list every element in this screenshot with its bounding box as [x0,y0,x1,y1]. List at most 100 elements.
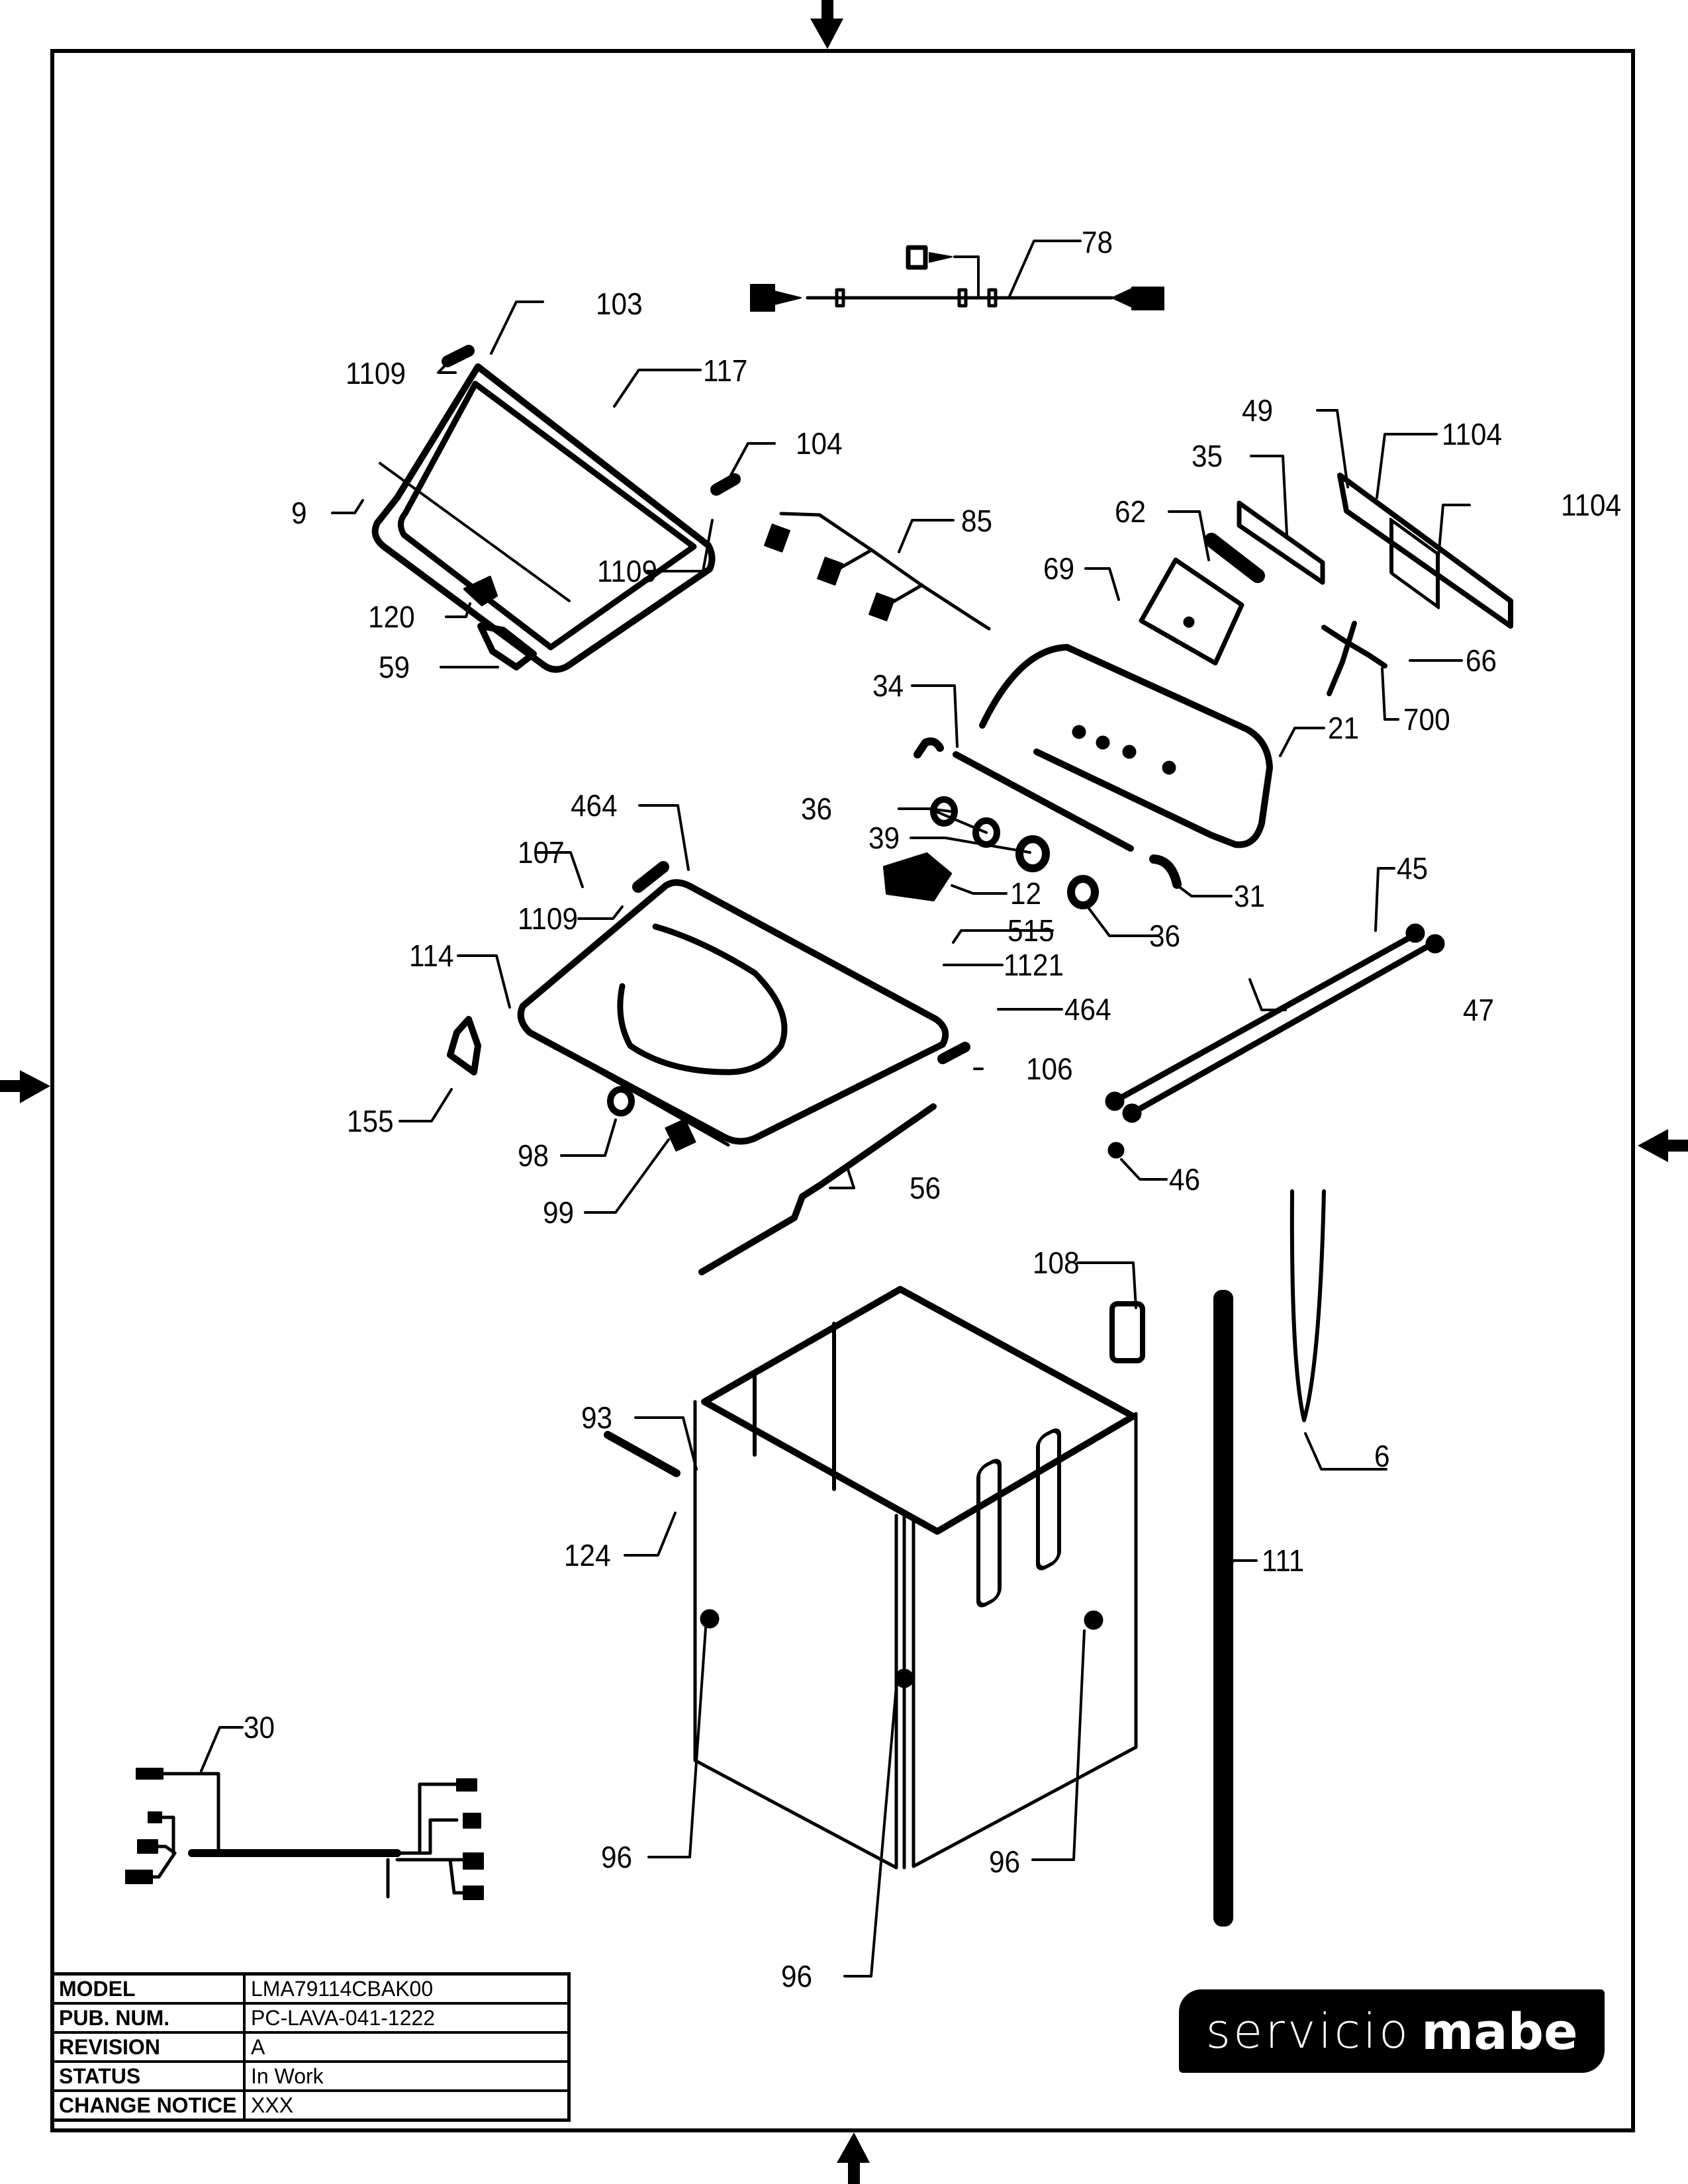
part-155-bracket [447,1016,481,1075]
callout-96-a: 96 [601,1840,633,1874]
callout-117: 117 [703,353,748,388]
callout-6: 6 [1374,1439,1390,1473]
callout-36-a: 36 [801,792,833,826]
title-block-value: A [243,2031,571,2063]
callout-36-b: 36 [1149,919,1181,953]
centering-arrow-right-icon [1638,1129,1688,1162]
callout-107: 107 [518,835,565,870]
title-block-key: MODEL [50,1972,246,2005]
part-106-hinge-right [937,1042,970,1064]
part-36-knob-c [1067,875,1099,909]
callout-700: 700 [1403,702,1450,737]
centering-arrow-bottom-icon [837,2132,870,2184]
callout-104: 104 [796,426,843,461]
part-93-cabinet [693,1286,1138,1870]
part-66-hose-connector [1321,621,1387,696]
title-block-row: PUB. NUM. PC-LAVA-041-1222 [50,2002,571,2034]
callout-30: 30 [244,1710,275,1745]
callout-46: 46 [1169,1162,1201,1197]
callout-155: 155 [347,1104,394,1138]
callout-114: 114 [409,938,454,973]
part-21-console-backsplash [979,644,1273,848]
part-69-control-board [1139,557,1244,666]
part-107-hinge-left [632,861,669,893]
title-block-value: In Work [243,2060,571,2092]
part-46-cap [1107,1142,1125,1159]
callout-108: 108 [1033,1246,1080,1280]
callout-85: 85 [961,504,993,538]
part-56-tube-assembly [698,1103,937,1275]
title-block-value: XXX [243,2089,571,2122]
part-117-lid [371,363,716,673]
part-114-top-cover [517,879,949,1147]
callout-1109-c: 1109 [518,901,579,936]
part-98-cap [607,1086,635,1116]
part-30-main-wire-harness [125,1768,484,1900]
callout-39: 39 [868,821,900,855]
callout-515: 515 [1008,913,1055,948]
part-45-suspension-rod [1105,923,1425,1111]
part-124-cabinet-trim [604,1431,680,1477]
title-block-row: REVISION A [50,2031,571,2063]
callout-45: 45 [1397,851,1429,886]
part-6-hose [1289,1189,1326,1422]
callout-1109-b: 1109 [597,554,658,588]
part-99-switch [665,1118,696,1152]
callout-56: 56 [910,1171,941,1205]
callout-106: 106 [1026,1052,1073,1086]
part-104-lid-hinge-right [710,473,741,496]
drawing-frame [50,49,1635,2132]
callout-59: 59 [379,650,410,684]
title-block-value: PC-LAVA-041-1222 [243,2002,571,2034]
logo-word-servicio: servicio [1205,2003,1411,2059]
callout-1104-a: 1104 [1442,417,1503,451]
part-96-foot-a [700,1609,720,1629]
part-12-inlet-valve [883,852,952,901]
callout-1104-b: 1104 [1561,488,1622,522]
callout-111: 111 [1262,1543,1305,1578]
callout-47: 47 [1463,993,1495,1027]
title-block-key: STATUS [50,2060,246,2092]
callout-1121: 1121 [1004,948,1064,982]
callout-69: 69 [1043,551,1075,586]
part-39-knob-large [1015,835,1050,872]
callout-62: 62 [1115,494,1147,529]
part-59-lid-lock [477,623,537,670]
callout-1109-a: 1109 [346,356,406,390]
title-block-key: CHANGE NOTICE [50,2089,246,2122]
callout-464-b: 464 [1064,992,1111,1026]
callout-96-b: 96 [989,1844,1021,1879]
part-78-power-cord [750,245,1164,312]
callout-464-a: 464 [571,788,618,823]
title-block-row: STATUS In Work [50,2060,571,2092]
part-85-wire-harness [764,512,991,631]
callout-99: 99 [543,1195,575,1230]
callout-96-c: 96 [781,1959,813,1993]
title-block-table: MODEL LMA79114CBAK00 PUB. NUM. PC-LAVA-0… [50,1972,571,2122]
callout-49: 49 [1242,393,1274,428]
part-31-trim-end [1149,854,1182,889]
callout-103: 103 [596,287,643,321]
callout-93: 93 [581,1400,613,1435]
callout-12: 12 [1010,876,1042,911]
part-62-switch [1204,533,1265,583]
title-block-key: REVISION [50,2031,246,2063]
centering-arrow-left-icon [0,1070,50,1103]
logo-word-mabe: mabe [1421,2001,1578,2061]
title-block-value: LMA79114CBAK00 [243,1972,571,2005]
callout-21: 21 [1328,711,1360,745]
callout-78: 78 [1082,225,1113,259]
part-47-suspension-rod [1122,934,1445,1123]
part-120-lid-switch-cover [463,576,498,606]
title-block-key: PUB. NUM. [50,2002,246,2034]
part-96-foot-c [894,1668,914,1688]
callout-124: 124 [564,1538,611,1572]
title-block-row: CHANGE NOTICE XXX [50,2089,571,2122]
callout-98: 98 [518,1138,549,1173]
part-108-pressure-switch [1109,1301,1145,1363]
callout-31: 31 [1234,879,1266,913]
callout-35: 35 [1192,439,1223,473]
callout-9: 9 [291,496,307,530]
part-96-foot-b [1084,1610,1103,1630]
